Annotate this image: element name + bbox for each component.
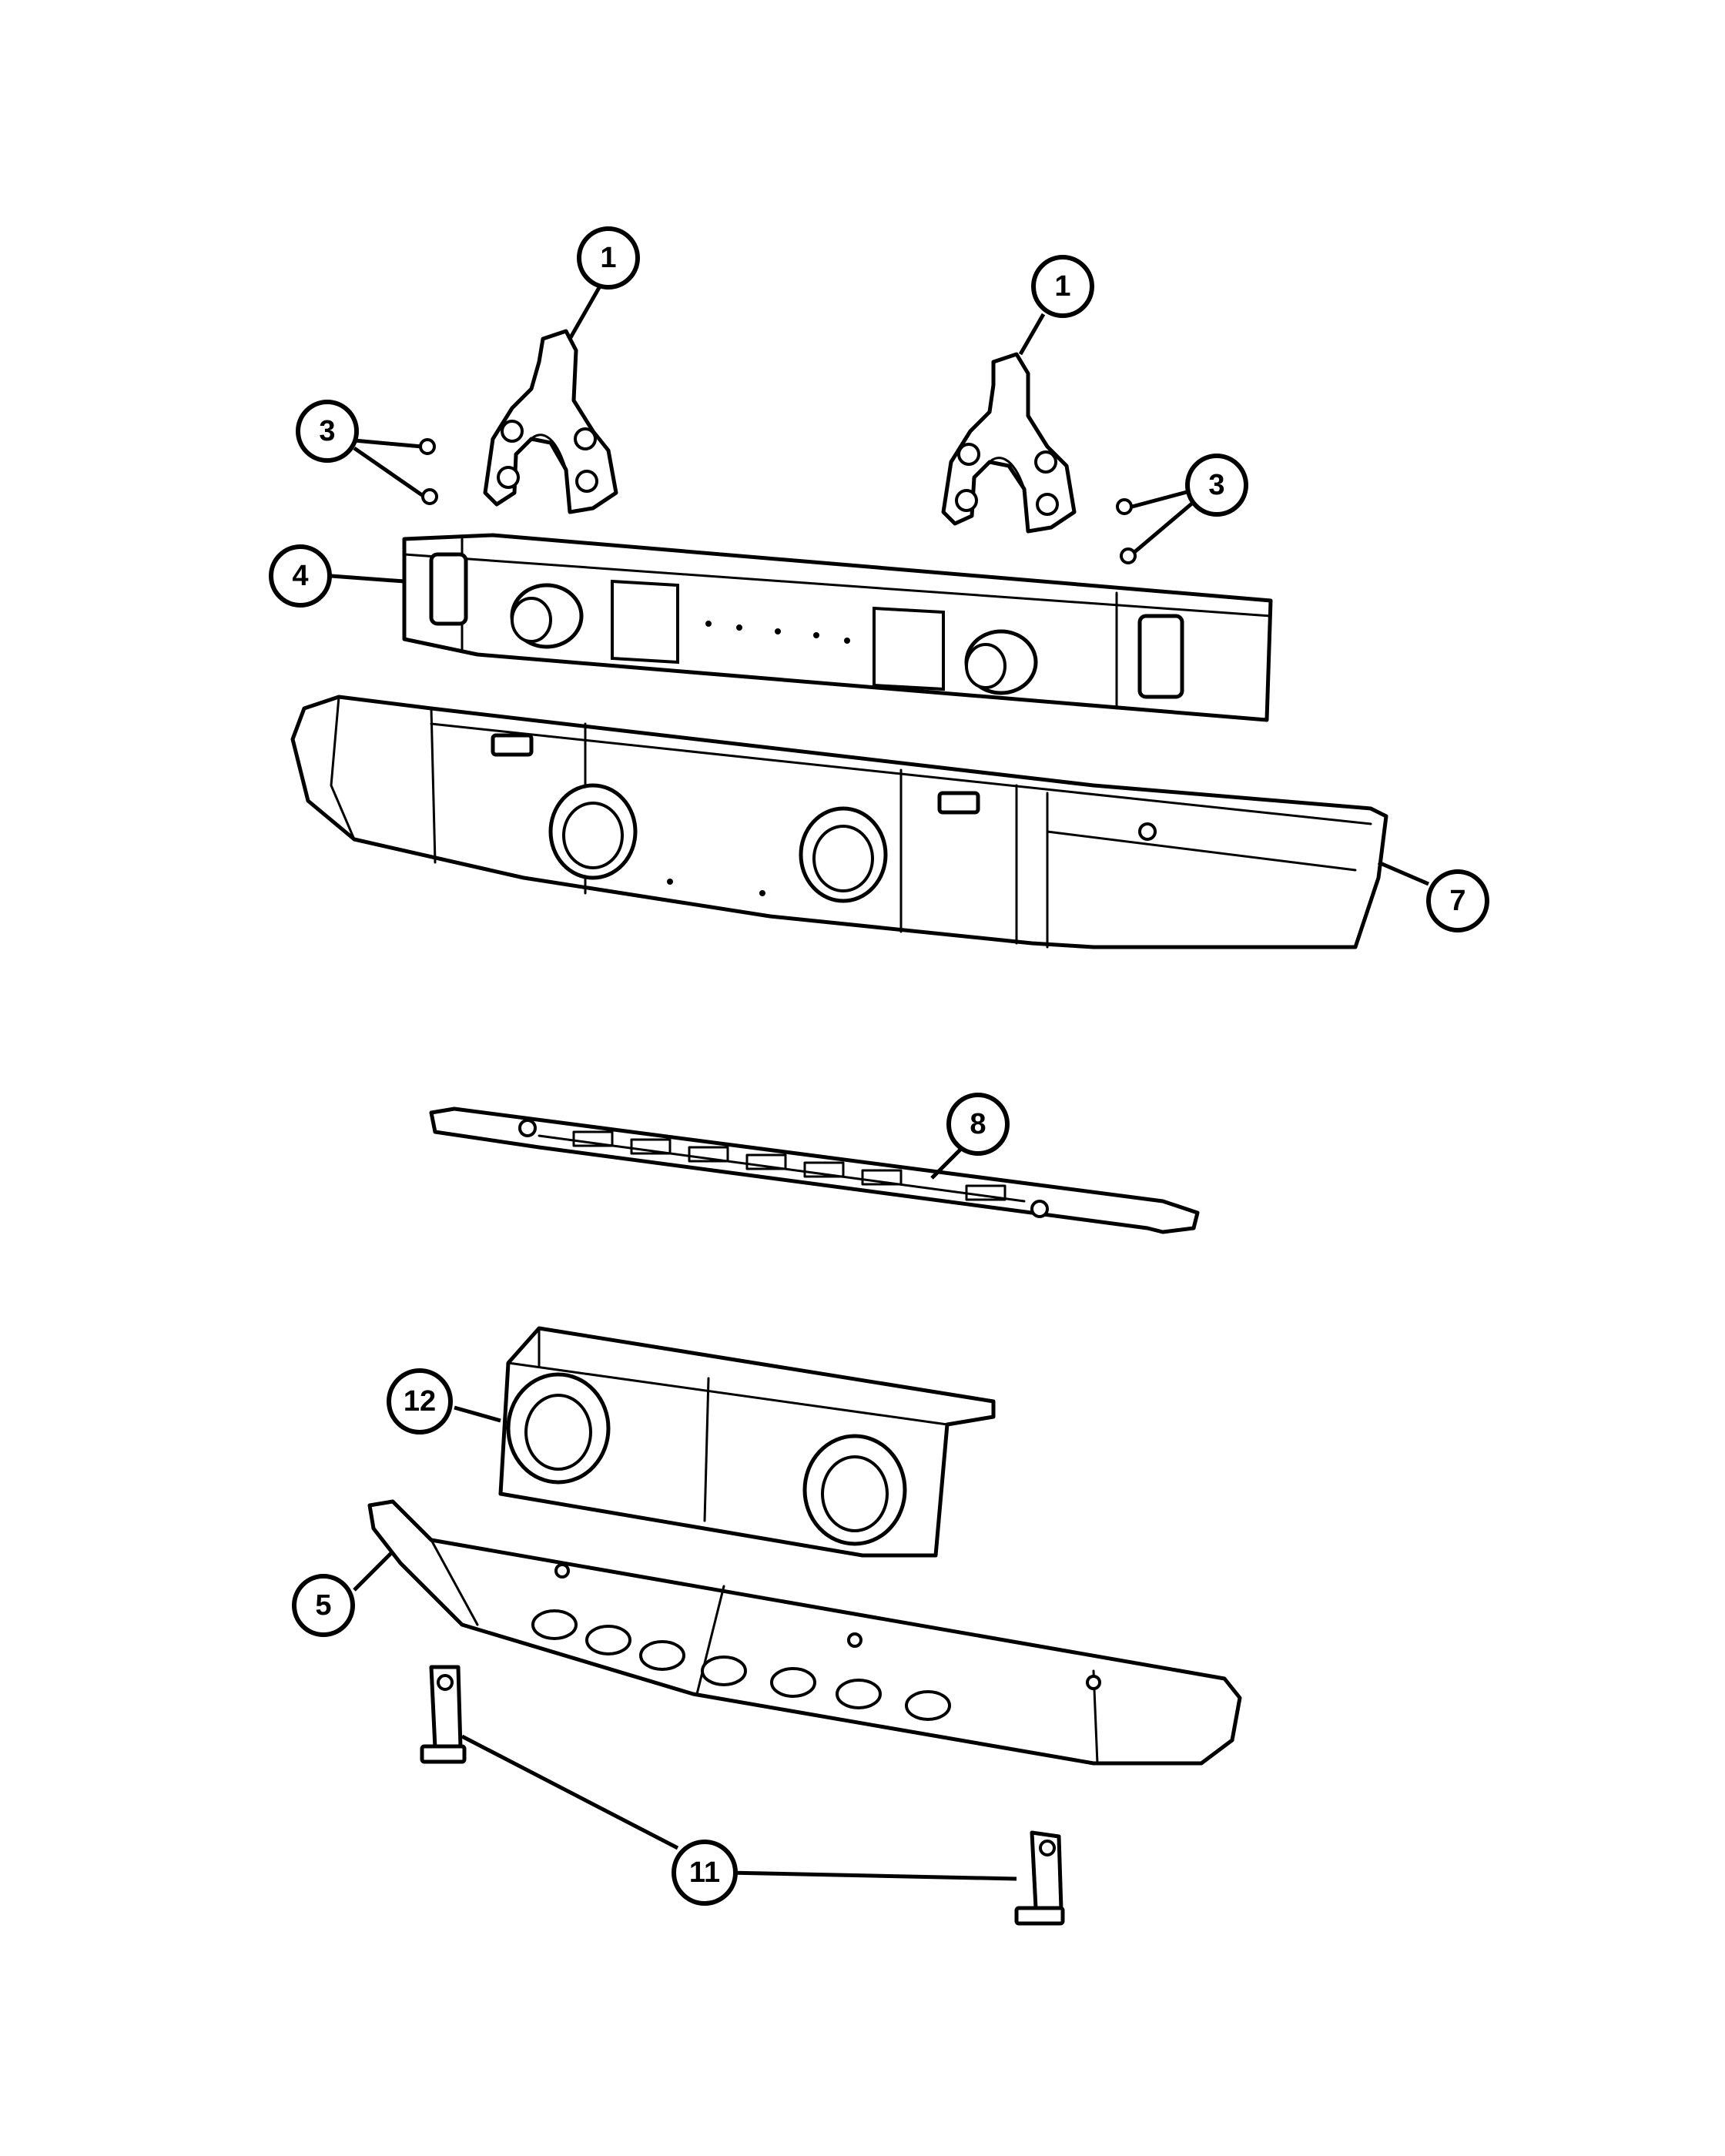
mounting-bracket-left xyxy=(483,329,618,514)
mounting-clip-left xyxy=(420,1665,467,1764)
callout-3-left: 3 xyxy=(296,400,359,463)
callout-7: 7 xyxy=(1426,869,1489,932)
callout-1-right-label: 1 xyxy=(1054,270,1070,303)
callout-3-left-label: 3 xyxy=(319,415,335,447)
callout-4: 4 xyxy=(269,544,332,608)
nut-left-upper xyxy=(419,438,436,455)
callout-11-label: 11 xyxy=(689,1856,720,1889)
callout-1-left-label: 1 xyxy=(600,242,616,274)
bumper-fascia xyxy=(290,695,1388,949)
callout-3-right-label: 3 xyxy=(1208,469,1224,501)
nut-right-lower xyxy=(1120,547,1137,564)
callout-5-label: 5 xyxy=(315,1589,331,1622)
lower-bracket-strip xyxy=(429,1106,1200,1234)
bumper-reinforcement-beam xyxy=(402,533,1273,722)
nut-left-lower xyxy=(421,488,438,505)
callout-3-right: 3 xyxy=(1185,454,1248,517)
callout-12: 12 xyxy=(387,1368,453,1435)
callout-4-label: 4 xyxy=(292,560,308,592)
callout-5: 5 xyxy=(292,1574,355,1637)
callout-12-label: 12 xyxy=(404,1385,436,1418)
callout-11: 11 xyxy=(672,1840,738,1906)
fascia-insert-panel xyxy=(498,1326,996,1558)
callout-1-right: 1 xyxy=(1031,255,1094,318)
callout-8-label: 8 xyxy=(970,1108,986,1140)
leader-lines xyxy=(330,283,1429,1881)
callout-1-left: 1 xyxy=(577,226,640,290)
callout-7-label: 7 xyxy=(1449,885,1465,917)
nut-right-upper xyxy=(1116,498,1133,515)
callout-8: 8 xyxy=(946,1093,1010,1156)
lower-valance xyxy=(367,1499,1242,1766)
mounting-bracket-right xyxy=(941,352,1077,534)
mounting-clip-right xyxy=(1014,1830,1065,1926)
